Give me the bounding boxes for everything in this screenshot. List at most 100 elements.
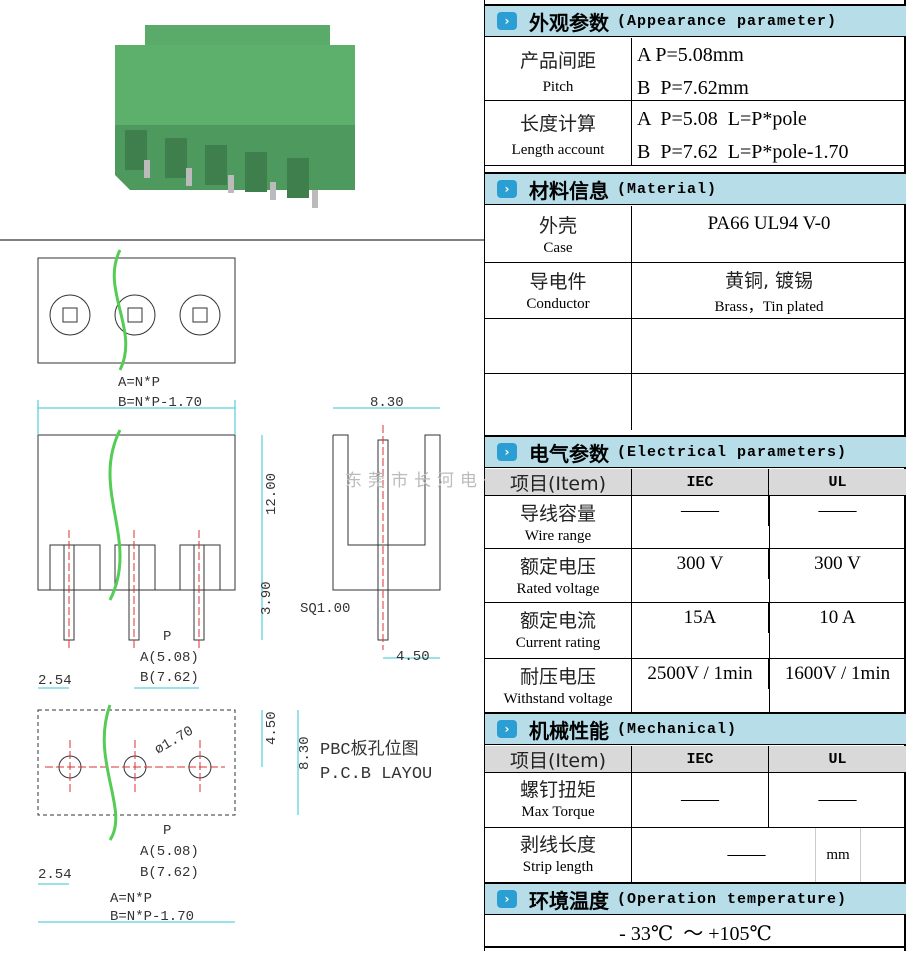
pcb-hole: ø1.70 [152,723,196,758]
section-material-header: › 材料信息 (Material) [485,172,906,205]
row-label-cn: 额定电流 [519,610,596,632]
spec-table: › 外观参数 (Appearance parameter) 产品间距 Pitch … [485,0,906,951]
pitch-label-cn: 产品间距 [519,50,596,72]
strip-unit: mm [815,828,861,882]
section-electrical-header: › 电气参数 (Electrical parameters) [485,435,906,468]
iec-value: 2500V / 1min [632,659,769,689]
conductor-label-en: Conductor [526,296,590,312]
pcb-title-cn: PBC板孔位图 [320,739,419,760]
case-value: PA66 UL94 V-0 [707,213,831,234]
section-title-en: (Appearance parameter) [617,12,838,30]
ul-value: —— [818,500,857,521]
pitch-a: A P=5.08mm [637,44,744,66]
arrow-icon: › [497,890,517,908]
electrical-row: 额定电压 Rated voltage 300 V 300 V [485,549,906,603]
electrical-row: 额定电流 Current rating 15A 10 A [485,603,906,659]
length-a: A P=5.08 L=P*pole [637,108,807,130]
drawing-panel: A=N*P B=N*P-1.70 8.30 12.00 3.90 SQ1.00 … [0,0,500,951]
conductor-label-cn: 导电件 [529,271,587,293]
case-label-en: Case [543,240,573,256]
arrow-icon: › [497,720,517,738]
row-label-en: Rated voltage [516,581,600,597]
arrow-icon: › [497,12,517,30]
ul-value: 300 V [814,553,861,574]
a-label: A(5.08) [140,650,199,666]
ul-value: 10 A [819,607,856,628]
arrow-icon: › [497,180,517,198]
section-appearance-header: › 外观参数 (Appearance parameter) [485,4,906,37]
section-title-en: (Electrical parameters) [617,443,848,461]
temperature-row: - 33℃ ～ +105℃ [485,916,906,948]
b-label: B(7.62) [140,670,199,686]
temperature-value: - 33℃ ～ +105℃ [619,922,772,945]
section-title-cn: 机械性能 [529,718,609,743]
electrical-column-header: 项目(Item) IEC UL [485,469,906,496]
col-item: 项目(Item) [485,746,632,772]
torque-iec: —— [632,773,769,827]
pcb-dim-254: 2.54 [38,867,72,883]
torque-label-cn: 螺钉扭矩 [519,779,596,801]
torque-ul: —— [818,789,857,810]
section-temperature-header: › 环境温度 (Operation temperature) [485,882,906,915]
technical-drawing: A=N*P B=N*P-1.70 8.30 12.00 3.90 SQ1.00 … [0,25,500,925]
pitch-row: 产品间距 Pitch A P=5.08mm B P=7.62mm [485,38,906,101]
pcb-dim-830: 8.30 [297,736,313,770]
length-label-cn: 长度计算 [519,113,596,135]
pitch-b: B P=7.62mm [637,77,749,99]
row-label-en: Current rating [515,635,601,651]
strip-value: —— [727,844,766,865]
section-title-en: (Operation temperature) [617,890,848,908]
conductor-value-cn: 黄铜, 镀锡 [724,269,814,292]
section-title-en: (Mechanical) [617,720,738,738]
col-item: 项目(Item) [485,469,632,495]
dim-side-pin: 4.50 [396,649,430,665]
length-row: 长度计算 Length account A P=5.08 L=P*pole B P… [485,101,906,166]
pcb-b-label: B(7.62) [140,865,199,881]
length-label-en: Length account [511,142,605,158]
row-label-cn: 导线容量 [519,503,596,525]
section-mechanical-header: › 机械性能 (Mechanical) [485,712,906,745]
dim-side-width: 8.30 [370,395,404,411]
torque-label-en: Max Torque [521,804,595,820]
strip-label-cn: 剥线长度 [519,834,596,856]
strip-row: 剥线长度 Strip length —— mm [485,828,906,883]
iec-value: —— [632,496,769,526]
section-title-cn: 电气参数 [529,441,609,466]
row-label-en: Withstand voltage [503,691,613,707]
section-title-cn: 材料信息 [529,178,609,203]
section-title-en: (Material) [617,180,718,198]
empty-row [485,374,906,430]
pcb-dim-450: 4.50 [264,711,280,745]
iec-value: 15A [632,603,769,633]
col-iec: IEC [632,746,769,772]
pcb-p-label: P [163,823,171,839]
dim-254: 2.54 [38,673,72,689]
length-b: B P=7.62 L=P*pole-1.70 [637,141,849,163]
break-line [102,249,128,841]
label-b: B=N*P-1.70 [118,395,202,411]
arrow-icon: › [497,443,517,461]
row-label-cn: 额定电压 [519,556,596,578]
conductor-value-en: Brass，Tin plated [714,298,824,315]
empty-row [485,319,906,374]
watermark: 东莞市长河电子 [345,471,485,491]
col-ul: UL [828,473,847,491]
iec-value: 300 V [632,549,769,579]
case-label-cn: 外壳 [538,215,577,237]
case-row: 外壳 Case PA66 UL94 V-0 [485,206,906,263]
p-label: P [163,629,171,645]
bottom-label-a: A=N*P [110,891,152,907]
section-title-cn: 外观参数 [529,10,609,35]
strip-label-en: Strip length [522,859,594,875]
product-photo [115,25,355,208]
section-title-cn: 环境温度 [529,888,609,913]
row-label-cn: 耐压电压 [519,666,596,688]
pitch-label-en: Pitch [542,79,574,95]
dim-height: 12.00 [264,473,280,515]
col-ul: UL [828,750,847,768]
mechanical-column-header: 项目(Item) IEC UL [485,746,906,773]
label-a: A=N*P [118,375,160,391]
torque-row: 螺钉扭矩 Max Torque —— —— [485,773,906,828]
